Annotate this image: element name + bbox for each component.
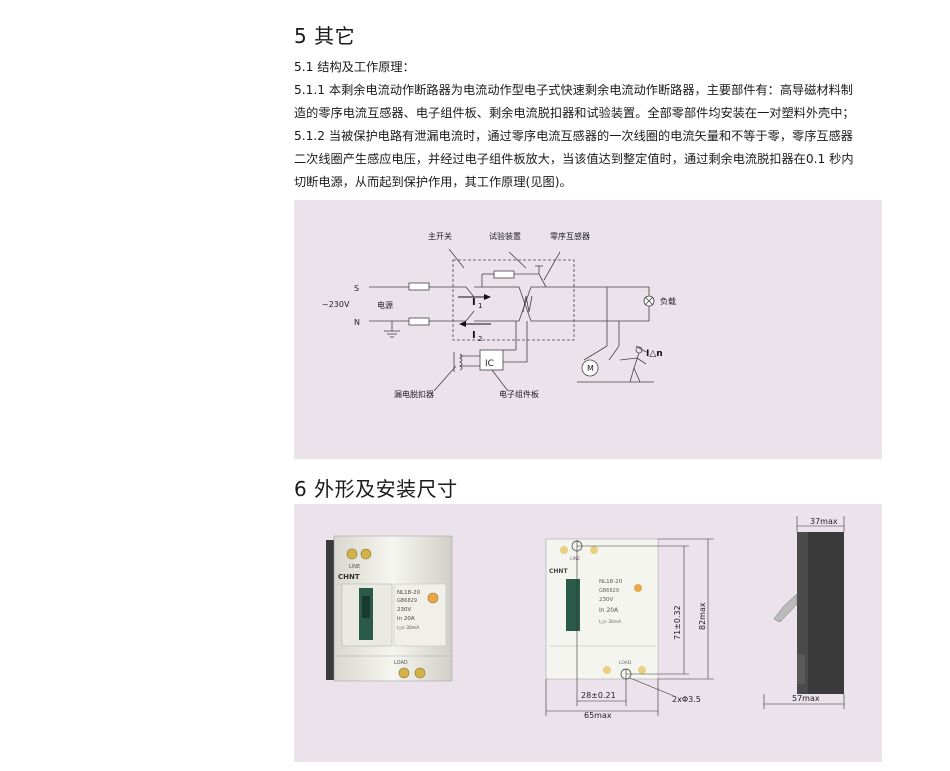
dim-57: 57max — [792, 694, 820, 703]
paragraph-5-1-1-line2: 造的零序电流互感器、电子组件板、剩余电流脱扣器和试验装置。全部零部件均安装在一对… — [294, 106, 855, 120]
photo-idn-text: I△n 30mA — [397, 625, 420, 631]
label-motor: M — [587, 364, 594, 373]
front-brand-text: CHNT — [549, 568, 568, 575]
label-zero-ct: 零序互感器 — [550, 231, 590, 241]
label-test-device: 试验装置 — [489, 231, 521, 241]
main-switch-n — [465, 310, 475, 322]
terminal-screw-icon — [346, 548, 358, 560]
front-model-text: NL18-20 — [599, 579, 623, 585]
label-i2-sub: 2 — [478, 335, 482, 343]
dim-82: 82max — [698, 602, 707, 630]
subsection-5-1-title: 5.1 结构及工作原理： — [294, 60, 415, 74]
fuse-n — [408, 317, 430, 326]
label-voltage: ~230V — [322, 300, 350, 309]
paragraph-5-1-2-line2: 二次线圈产生感应电压，并经过电子组件板放大，当该值达到整定值时，通过剩余电流脱扣… — [294, 152, 854, 166]
label-s: S — [354, 284, 359, 293]
label-load: 负载 — [660, 296, 676, 306]
label-i1-sub: 1 — [478, 302, 482, 310]
dim-65: 65max — [584, 711, 612, 720]
front-line-text: LINE — [570, 556, 580, 562]
ct-winding-1 — [509, 286, 544, 322]
principle-diagram-panel: 主开关 试验装置 零序互感器 S N ~230V 电源 负载 IC M 漏电脱扣… — [294, 200, 882, 459]
test-resistor — [493, 270, 515, 279]
photo-std-text: GB6829 — [397, 598, 417, 604]
photo-volt-text: 230V — [397, 607, 411, 613]
motor-icon — [581, 359, 599, 377]
photo-model-text: NL18-20 — [397, 590, 421, 596]
section-5-title: 5 其它 — [294, 24, 356, 48]
dimensions-panel: LINE CHNT NL18-20 GB6829 230V In 20A I△n… — [294, 504, 882, 762]
terminal-screw-icon — [398, 667, 410, 679]
photo-in-text: In 20A — [397, 616, 415, 622]
dim-71: 71±0.32 — [673, 605, 682, 640]
main-switch-s — [465, 286, 475, 298]
label-i2: I — [472, 330, 476, 341]
photo-load-text: LOAD — [394, 660, 408, 666]
paragraph-5-1-2-line3: 切断电源，从而起到保护作用，其工作原理(见图)。 — [294, 175, 572, 189]
label-release: 漏电脱扣器 — [394, 389, 434, 399]
label-board: 电子组件板 — [499, 389, 539, 399]
label-ic: IC — [485, 359, 494, 369]
ct-core — [522, 295, 533, 313]
release-coil — [459, 353, 463, 371]
photo-line-text: LINE — [349, 564, 360, 570]
product-photo: LINE CHNT NL18-20 GB6829 230V In 20A I△n… — [326, 535, 453, 682]
test-button-icon — [427, 592, 439, 604]
ic-box — [479, 349, 504, 371]
terminal-screw-icon — [360, 548, 372, 560]
front-load-text: LOAD — [619, 660, 632, 666]
front-view-drawing: LINE CHNT NL18-20 GB6829 230V In 20A I△n… — [545, 538, 714, 720]
breaker-enclosure — [452, 259, 575, 341]
arrow-i1 — [484, 294, 491, 300]
dim-hole: 2xΦ3.5 — [672, 695, 701, 704]
fuse-s — [408, 282, 430, 291]
label-main-switch: 主开关 — [428, 231, 452, 241]
label-idn: I△n — [646, 349, 663, 359]
arrow-i2 — [459, 321, 466, 327]
paragraph-5-1-1-line1: 5.1.1 本剩余电流动作断路器为电流动作型电子式快速剩余电流动作断路器，主要部… — [294, 83, 853, 97]
front-std-text: GB6829 — [599, 588, 619, 594]
label-source: 电源 — [377, 300, 393, 310]
photo-brand-text: CHNT — [338, 573, 360, 581]
label-n: N — [354, 318, 360, 327]
section-6-title: 6 外形及安装尺寸 — [294, 477, 458, 501]
dim-28: 28±0.21 — [581, 691, 616, 700]
front-idn-text: I△n 30mA — [599, 619, 622, 625]
side-view-drawing: 37max 57max — [763, 516, 845, 709]
front-volt-text: 230V — [599, 597, 613, 603]
ct-winding-2 — [509, 286, 544, 322]
principle-circuit-diagram: 主开关 试验装置 零序互感器 S N ~230V 电源 负载 IC M 漏电脱扣… — [322, 231, 676, 399]
terminal-screw-icon — [414, 667, 426, 679]
paragraph-5-1-2-line1: 5.1.2 当被保护电路有泄漏电流时，通过零序电流互感器的一次线圈的电流矢量和不… — [294, 129, 853, 143]
dimension-drawings: LINE CHNT NL18-20 GB6829 230V In 20A I△n… — [326, 516, 845, 720]
front-in-text: In 20A — [599, 607, 619, 614]
label-i1: I — [472, 297, 476, 308]
dim-37: 37max — [810, 517, 838, 526]
